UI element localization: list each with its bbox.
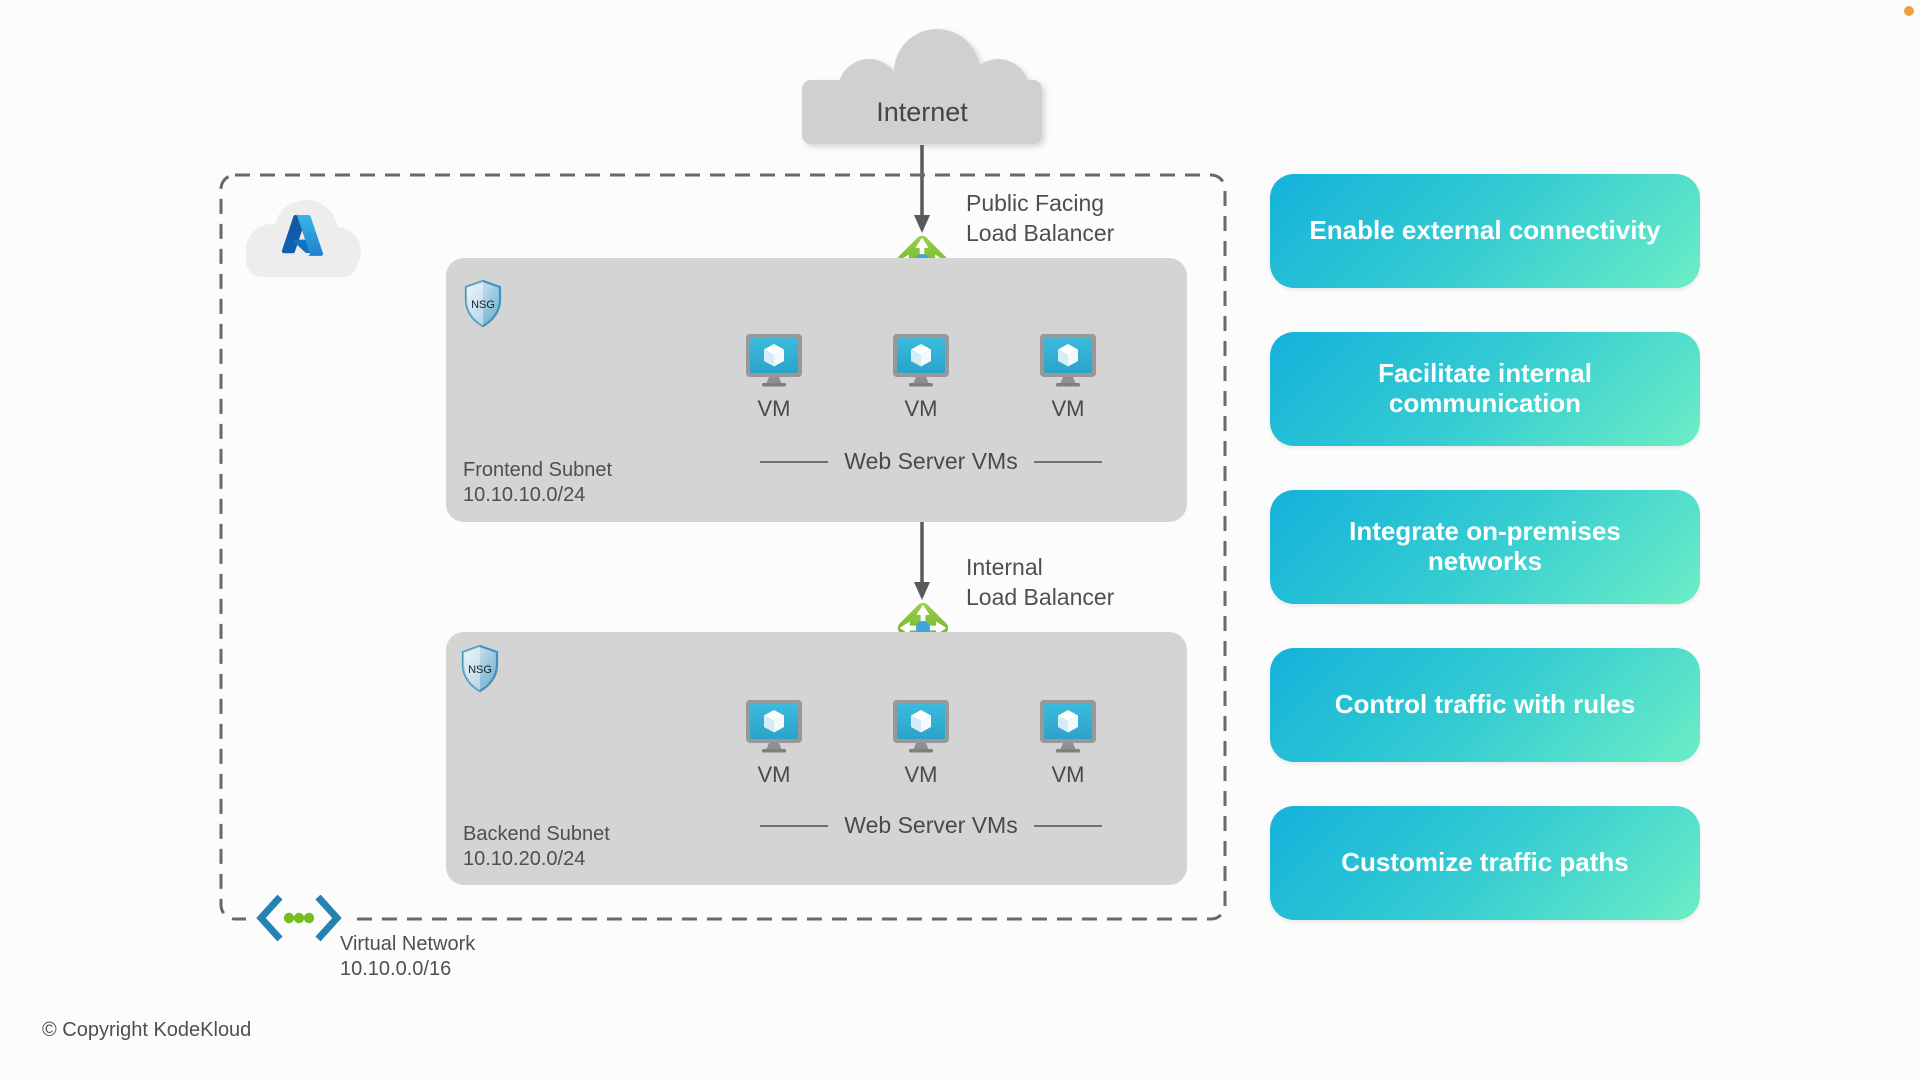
nsg-label: NSG (471, 299, 495, 311)
vm-label: VM (904, 762, 938, 787)
accent-dot (1904, 6, 1914, 16)
backend-subnet: NSG VM VM (446, 632, 1187, 885)
vm-node: VM (891, 333, 951, 422)
callout-integrate-on-premises-networks: Integrate on-premises networks (1270, 490, 1700, 604)
frontend-subnet: NSG VM VM (446, 258, 1187, 522)
vm-group-row: Web Server VMs (731, 448, 1131, 475)
virtual-network-icon (256, 894, 342, 942)
vm-icon (746, 334, 802, 387)
vnet-name: Virtual Network (340, 933, 476, 955)
nsg-shield-icon: NSG (461, 644, 499, 693)
subnet-cidr: 10.10.20.0/24 (463, 848, 586, 870)
vm-node: VM (744, 333, 804, 422)
vm-node: VM (744, 699, 804, 788)
vm-node: VM (1038, 699, 1098, 788)
callout-label: Customize traffic paths (1341, 847, 1629, 878)
internal-lb-label-line2: Load Balancer (966, 584, 1115, 610)
subnet-label: Frontend Subnet 10.10.10.0/24 (463, 458, 612, 508)
vm-node: VM (891, 699, 951, 788)
subnet-label: Backend Subnet 10.10.20.0/24 (463, 822, 610, 872)
subnet-name: Frontend Subnet (463, 459, 612, 481)
azure-cloud-icon (236, 195, 366, 281)
vm-icon (893, 334, 949, 387)
vm-icon (1040, 700, 1096, 753)
public-lb-label-line1: Public Facing (966, 190, 1105, 216)
vm-label: VM (757, 762, 791, 787)
callout-label: Integrate on-premises networks (1349, 516, 1621, 576)
divider-line (1033, 460, 1102, 463)
public-lb-label-line2: Load Balancer (966, 220, 1115, 246)
azure-logo-icon (281, 214, 324, 256)
virtual-network-boundary (219, 173, 1227, 921)
subnet-cidr: 10.10.10.0/24 (463, 484, 586, 506)
internet-label: Internet (876, 96, 968, 127)
vm-label: VM (1051, 762, 1085, 787)
vm-icon (746, 700, 802, 753)
vm-group-label: Web Server VMs (844, 812, 1018, 838)
callout-label: Enable external connectivity (1309, 215, 1661, 246)
nsg-label: NSG (468, 664, 492, 676)
callout-enable-external-connectivity: Enable external connectivity (1270, 174, 1700, 288)
vm-icon (893, 700, 949, 753)
cloud-icon (802, 29, 1042, 144)
vm-node: VM (1038, 333, 1098, 422)
internal-lb-label: Internal Load Balancer (966, 552, 1114, 612)
callout-control-traffic-with-rules: Control traffic with rules (1270, 648, 1700, 762)
divider-line (760, 460, 829, 463)
vm-group-label: Web Server VMs (844, 448, 1018, 474)
arrow-internet-to-public-lb-icon (914, 145, 930, 233)
divider-line (760, 824, 829, 827)
vnet-cidr: 10.10.0.0/16 (340, 958, 452, 980)
vm-group-row: Web Server VMs (731, 812, 1131, 839)
vnet-label: Virtual Network 10.10.0.0/16 (340, 932, 475, 982)
callout-label: Facilitate internal communication (1378, 358, 1592, 418)
internal-lb-label-line1: Internal (966, 554, 1043, 580)
vm-label: VM (904, 396, 938, 421)
vm-label: VM (757, 396, 791, 421)
arrow-frontend-to-internal-lb-icon (914, 522, 930, 600)
callout-label: Control traffic with rules (1334, 689, 1636, 720)
callout-facilitate-internal-communication: Facilitate internal communication (1270, 332, 1700, 446)
public-lb-label: Public Facing Load Balancer (966, 188, 1114, 248)
vm-label: VM (1051, 396, 1085, 421)
divider-line (1033, 824, 1102, 827)
callout-customize-traffic-paths: Customize traffic paths (1270, 806, 1700, 920)
subnet-name: Backend Subnet (463, 823, 610, 845)
nsg-shield-icon: NSG (464, 279, 502, 328)
copyright-text: © Copyright KodeKloud (42, 1019, 252, 1041)
vm-icon (1040, 334, 1096, 387)
internet-node: Internet (802, 28, 1042, 146)
